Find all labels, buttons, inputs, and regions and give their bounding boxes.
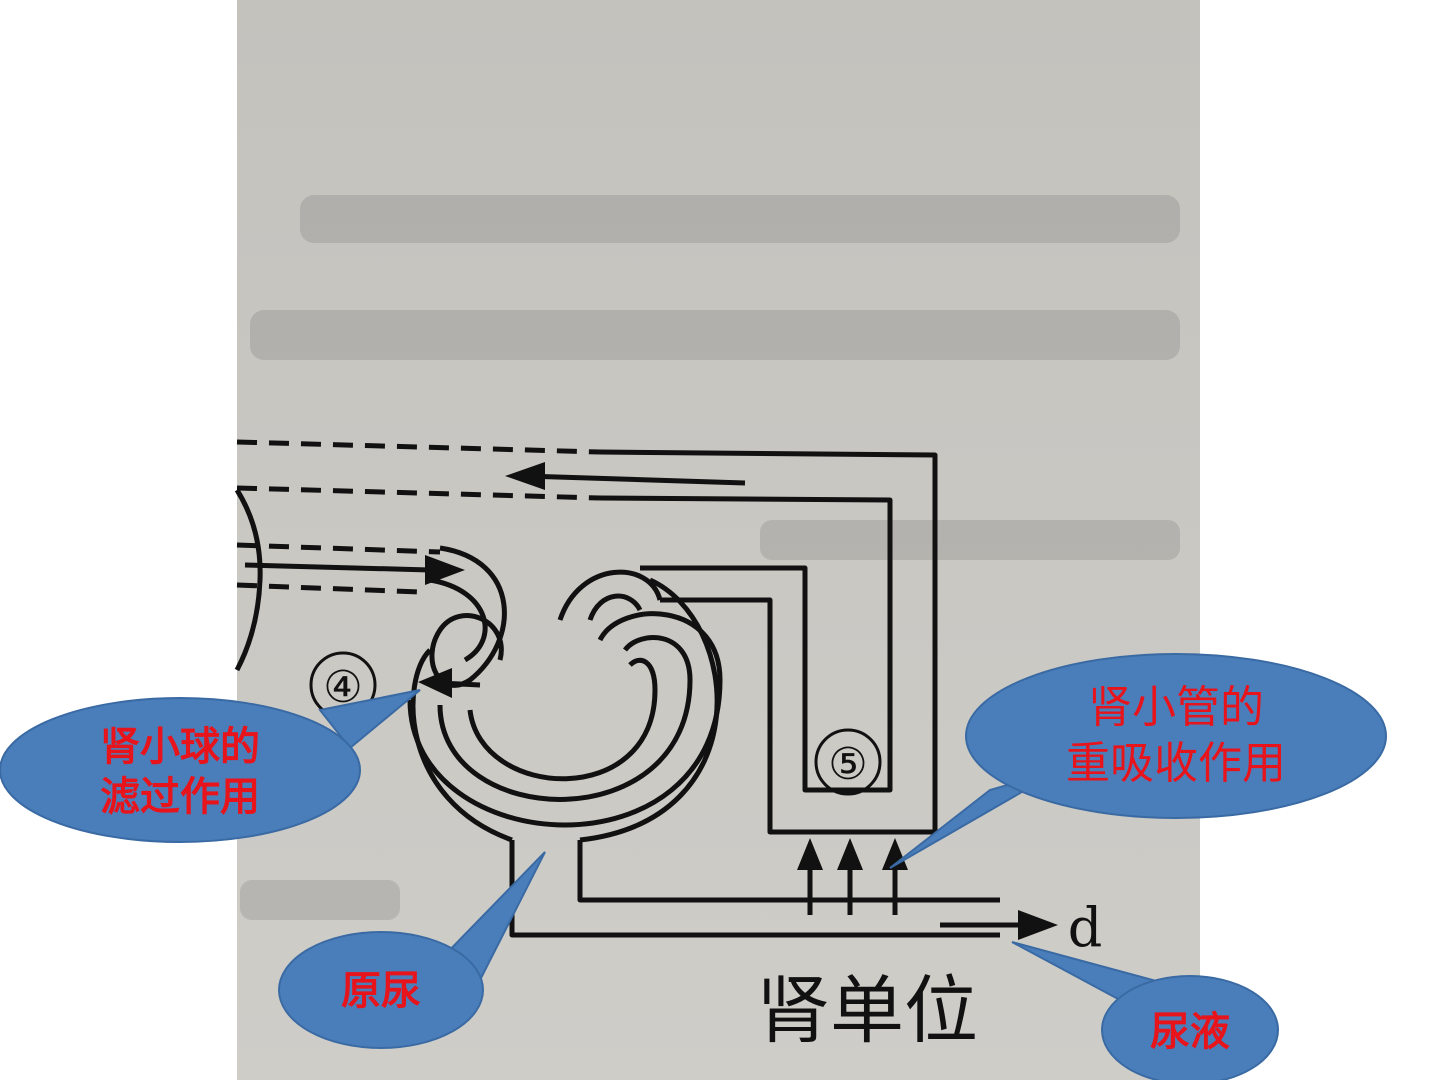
callout-primary-urine: 原尿	[278, 851, 546, 1049]
flow-arrows	[244, 462, 1058, 940]
callout-glomerulus-line2: 滤过作用	[100, 774, 260, 820]
outlet-label: d	[1068, 896, 1103, 959]
callout-tubule: 肾小管的 重吸收作用	[889, 653, 1387, 869]
arrowhead-filtration	[418, 668, 452, 698]
return-flow-arrow	[524, 473, 746, 486]
callout-urine: 尿液	[1011, 941, 1279, 1080]
marker-5: ⑤	[814, 728, 882, 796]
diagram-caption: 肾单位	[756, 968, 978, 1054]
renal-capsule-edge	[234, 488, 263, 672]
callout-tubule-line1: 肾小管的	[1088, 682, 1264, 733]
arrowhead-right	[425, 555, 465, 585]
callout-glomerulus-line1: 肾小球的	[100, 724, 260, 770]
callout-glomerulus: 肾小球的 滤过作用	[0, 689, 421, 843]
callout-urine-text: 尿液	[1150, 1009, 1230, 1055]
renal-tubule	[407, 449, 1000, 938]
afferent-flow-arrow	[244, 562, 431, 573]
arrowhead-left	[505, 462, 545, 490]
svg-text:⑤: ⑤	[828, 739, 867, 790]
callout-primary-urine-text: 原尿	[341, 968, 421, 1014]
blood-vessels-dashed	[236, 439, 601, 595]
callout-tubule-line2: 重吸收作用	[1066, 738, 1286, 789]
blurred-text-lines	[240, 195, 1180, 920]
